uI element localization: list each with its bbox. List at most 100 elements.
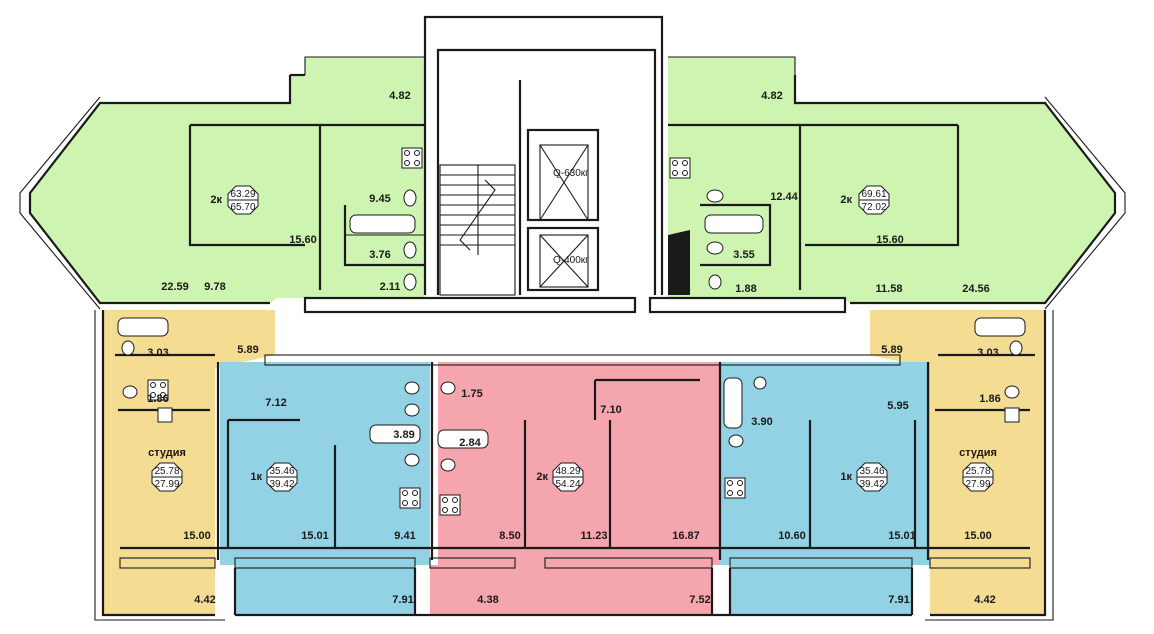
room-area: 15.00 [183, 530, 211, 542]
room-area: 10.60 [778, 530, 806, 542]
zone-green-right [668, 57, 1115, 303]
toilet-icon [403, 273, 417, 291]
room-area: 5.95 [887, 400, 908, 412]
apartment-type: 2к [840, 194, 852, 206]
room-area: 15.00 [964, 530, 992, 542]
zone-yellow-left-balcony [120, 560, 215, 615]
toilet-icon [706, 241, 724, 255]
elevator-large-label: Q-630кг [553, 168, 589, 179]
room-area: 2.11 [380, 281, 401, 293]
toilet-icon [753, 376, 767, 390]
room-area: 8.50 [499, 530, 520, 542]
room-area: 12.44 [770, 191, 798, 203]
toilet-icon [121, 340, 135, 356]
elevator-large-cabin [539, 144, 589, 221]
room-area: 24.56 [962, 283, 990, 295]
room-area: 7.12 [265, 397, 286, 409]
total-area: 39.42 [269, 479, 294, 490]
room-area: 15.01 [888, 530, 916, 542]
room-area: 4.82 [761, 90, 782, 102]
living-area: 48.29 [555, 466, 580, 477]
apartment-type: студия [148, 447, 186, 459]
apartment-type: студия [959, 447, 997, 459]
toilet-icon [440, 381, 456, 395]
bathtub-icon [349, 214, 416, 234]
zone-yellow-right [870, 310, 1045, 615]
room-area: 22.59 [161, 281, 189, 293]
walls [19, 56, 1126, 621]
living-area: 69.61 [861, 189, 886, 200]
badge-blue-right: 1к 35.46 39.42 [840, 462, 888, 492]
toilet-icon [706, 189, 724, 203]
room-area: 5.89 [237, 344, 258, 356]
room-area: 1.75 [461, 388, 482, 400]
stove-icon [439, 494, 461, 516]
room-area: 9.45 [369, 193, 390, 205]
badge-studio-left: студия 25.78 27.99 [148, 447, 186, 492]
toilet-icon [708, 274, 722, 290]
core-area [425, 17, 668, 317]
room-area: 1.88 [735, 283, 756, 295]
toilet-icon [403, 241, 417, 259]
room-area: 4.42 [974, 594, 995, 606]
room-area: 15.60 [876, 234, 904, 246]
room-area: 7.10 [600, 404, 621, 416]
room-area: 4.38 [477, 594, 498, 606]
bathtub-icon [117, 317, 169, 337]
living-area: 35.46 [859, 466, 884, 477]
toilet-icon [1009, 340, 1023, 356]
room-area: 11.23 [581, 530, 608, 542]
living-area: 35.46 [269, 466, 294, 477]
room-area: 3.03 [147, 347, 168, 359]
zone-yellow-left [103, 310, 275, 615]
toilet-icon [1004, 385, 1020, 399]
room-labels: 4.82 9.45 3.76 2.11 15.60 22.59 9.78 4.8… [147, 90, 1000, 606]
room-area: 11.58 [876, 283, 903, 295]
room-area: 7.91 [888, 594, 909, 606]
living-area: 25.78 [154, 466, 179, 477]
stove-icon [401, 147, 423, 169]
zone-blue-left [220, 362, 430, 615]
total-area: 72.02 [861, 202, 886, 213]
toilet-icon [440, 458, 456, 472]
room-area: 3.03 [977, 347, 998, 359]
zones [30, 57, 1115, 615]
fixtures [117, 147, 1026, 516]
room-area: 7.91 [392, 594, 413, 606]
room-area: 3.76 [369, 249, 390, 261]
stove-icon [399, 487, 421, 509]
room-area: 15.60 [289, 234, 317, 246]
bathtub-icon [723, 377, 743, 429]
elevator-small-cabin [539, 234, 589, 288]
room-area: 5.89 [881, 344, 902, 356]
stove-icon [147, 379, 169, 401]
room-area: 9.78 [204, 281, 225, 293]
total-area: 27.99 [965, 479, 990, 490]
room-area: 4.42 [194, 594, 215, 606]
total-area: 27.99 [154, 479, 179, 490]
apartment-type: 1к [250, 471, 262, 483]
living-area: 63.29 [230, 189, 255, 200]
badge-green-right: 2к 69.61 72.02 [840, 185, 890, 215]
room-area: 1.86 [147, 393, 168, 405]
toilet-icon [404, 403, 420, 417]
apartment-type: 2к [536, 471, 548, 483]
bathtub-icon [437, 429, 489, 449]
core-inner-wall [436, 48, 657, 295]
room-area: 3.55 [733, 249, 754, 261]
sink-icon [157, 407, 173, 423]
apartment-type: 1к [840, 471, 852, 483]
badge-green-left: 2к 63.29 65.70 [210, 185, 259, 215]
room-area: 15.01 [301, 530, 329, 542]
room-area: 7.52 [689, 594, 710, 606]
room-area: 16.87 [672, 530, 700, 542]
toilet-icon [404, 381, 420, 395]
room-area: 4.82 [389, 90, 410, 102]
bathtub-icon [974, 317, 1026, 337]
stove-icon [669, 157, 691, 179]
apartment-type: 2к [210, 194, 222, 206]
room-area: 3.90 [751, 416, 772, 428]
total-area: 54.24 [555, 479, 580, 490]
elevator-small-shaft [526, 226, 600, 292]
